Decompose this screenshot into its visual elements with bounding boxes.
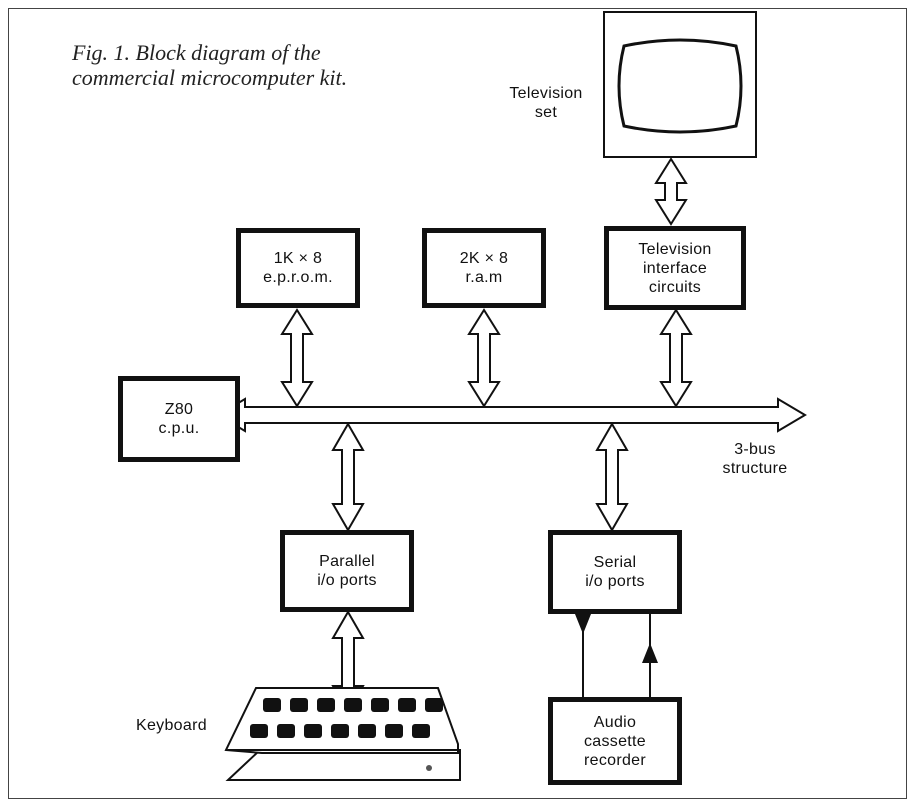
tv-set-line-2: set [534,104,558,121]
keyboard-key [371,698,389,712]
parallel-line-1: Parallel [319,553,375,570]
keyboard-key [344,698,362,712]
cpu-block: Z80 c.p.u. [118,376,240,462]
figure-frame [8,8,907,799]
audio-to-serial-arrow [642,614,658,697]
ram-line-2: r.a.m [465,269,503,286]
serial-bus-arrow [595,421,629,533]
audio-line-3: recorder [584,751,646,769]
keyboard-key [250,724,268,738]
tv-interface-line-3: circuits [648,278,702,296]
parallel-io-block: Parallel i/o ports [280,530,414,612]
tv-interface-line-1: Television [638,240,712,258]
bus-line-1: 3-bus [734,441,776,458]
bus-arrow [216,397,807,433]
serial-line-1: Serial [593,554,637,571]
keyboard-key [304,724,322,738]
figure-caption: Fig. 1. Block diagram of the commercial … [72,40,392,90]
keyboard-key [398,698,416,712]
television-set-label: Television set [498,84,594,122]
keyboard-key [385,724,403,738]
audio-cassette-block: Audio cassette recorder [548,697,682,785]
tv-interface-line-2: interface [642,259,708,277]
parallel-bus-arrow [331,421,365,533]
tv-set-line-1: Television [509,85,583,102]
keyboard-key [263,698,281,712]
ram-line-1: 2K × 8 [459,250,509,267]
serial-to-audio-arrow [575,614,591,697]
serial-io-block: Serial i/o ports [548,530,682,614]
tv-interface-tv-arrow [654,157,688,226]
keyboard-key [425,698,443,712]
parallel-line-2: i/o ports [317,572,377,589]
keyboard-key [412,724,430,738]
audio-line-2: cassette [584,732,646,750]
ram-block: 2K × 8 r.a.m [422,228,546,308]
keyboard-key [277,724,295,738]
serial-line-2: i/o ports [585,573,645,590]
eprom-block: 1K × 8 e.p.r.o.m. [236,228,360,308]
cpu-line-1: Z80 [164,401,194,418]
keyboard-label: Keyboard [136,717,207,734]
bus-structure-label: 3-bus structure [700,440,810,478]
keyboard-key [290,698,308,712]
ram-bus-arrow [467,308,501,408]
keyboard-key [331,724,349,738]
tv-interface-bus-arrow [659,308,693,408]
bus-line-2: structure [722,460,788,477]
eprom-line-2: e.p.r.o.m. [263,269,333,286]
eprom-line-1: 1K × 8 [273,250,323,267]
caption-line-2: commercial microcomputer kit. [72,65,348,90]
caption-line-1: Fig. 1. Block diagram of the [72,40,321,65]
tv-interface-block: Television interface circuits [604,226,746,310]
television-set-icon [603,11,757,158]
keyboard-key [358,724,376,738]
eprom-bus-arrow [280,308,314,408]
keyboard-key [317,698,335,712]
cpu-line-2: c.p.u. [158,420,200,437]
keyboard-icon [224,687,461,781]
audio-line-1: Audio [593,713,637,731]
